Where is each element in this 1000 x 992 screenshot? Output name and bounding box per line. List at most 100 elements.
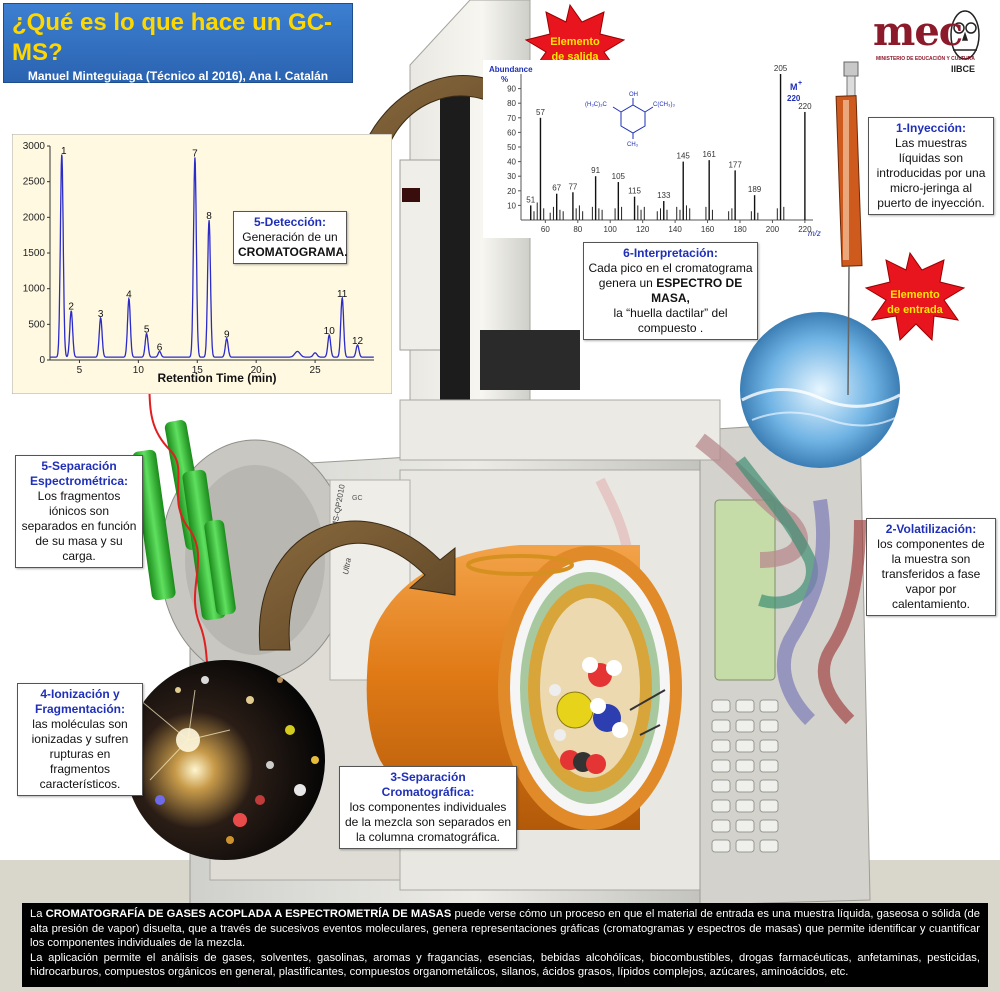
spec-y-tick-label: 20 xyxy=(507,187,516,196)
gc-label: GC xyxy=(352,495,363,502)
step-detection-text: Generación de un xyxy=(242,230,338,244)
spec-bar-label: 51 xyxy=(526,195,535,204)
spec-bar-label: 133 xyxy=(657,191,671,200)
spec-bar-label: 91 xyxy=(591,166,600,175)
chrom-peak-label: 1 xyxy=(61,146,67,157)
step-chromatographic-title: 3-Separación Cromatográfica: xyxy=(381,770,475,799)
desc-p1-pre: La xyxy=(30,908,43,920)
spec-bar-label: 67 xyxy=(552,184,561,193)
desc-p1-rest: puede verse cómo un proceso en que el ma… xyxy=(30,908,981,950)
step-ionization-title: 4-Ionización y Fragmentación: xyxy=(34,687,125,716)
spec-y-tick-label: 30 xyxy=(507,172,516,181)
chrom-peak-label: 6 xyxy=(157,342,163,353)
spec-bar-label: 177 xyxy=(728,160,742,169)
step-volatilization-title: 2-Volatilización: xyxy=(885,522,977,536)
step-spectrometric-title: 5-Separación Espectrométrica: xyxy=(29,459,129,488)
chrom-peak-label: 12 xyxy=(352,336,364,347)
mplus-label: M xyxy=(790,82,798,92)
spec-x-tick-label: 100 xyxy=(604,225,618,234)
spec-x-tick-label: 180 xyxy=(733,225,747,234)
chrom-peak-label: 3 xyxy=(98,309,104,320)
step-interpretation-text1: Cada pico en el cromatograma genera un xyxy=(588,261,753,290)
chrom-x-tick-label: 20 xyxy=(251,365,263,376)
spec-bar-label: 57 xyxy=(536,108,545,117)
chrom-peak-label: 7 xyxy=(192,148,198,159)
chrom-peak-label: 10 xyxy=(324,326,336,337)
chrom-series-line xyxy=(50,154,374,358)
spec-x-tick-label: 160 xyxy=(701,225,715,234)
mec-subtitle: MINISTERIO DE EDUCACIÓN Y CULTURA xyxy=(876,56,975,62)
step-spectrometric-box: 5-Separación Espectrométrica: Los fragme… xyxy=(15,455,143,568)
step-injection-title: 1-Inyección: xyxy=(895,121,967,135)
mec-logo: mec xyxy=(873,8,963,55)
chrom-y-tick-label: 2500 xyxy=(23,177,46,188)
description-paragraph-1: La CROMATOGRAFÍA DE GASES ACOPLADA A ESP… xyxy=(30,907,980,951)
chrom-peak-label: 9 xyxy=(224,329,230,340)
brand-label: Ultra xyxy=(341,557,353,576)
step-detection-box: 5-Detección: Generación de un CROMATOGRA… xyxy=(233,211,348,264)
spec-x-tick-label: 80 xyxy=(573,225,582,234)
authors: Manuel Minteguiaga (Técnico al 2016), An… xyxy=(27,69,329,99)
chrom-y-tick-label: 500 xyxy=(28,319,45,330)
step-ionization-text: las moléculas son ionizadas y sufren rup… xyxy=(31,717,129,791)
chrom-x-tick-label: 25 xyxy=(310,365,322,376)
spec-bar-label: 205 xyxy=(774,64,788,73)
step-volatilization-box: 2-Volatilización: los componentes de la … xyxy=(866,518,996,616)
spec-y-tick-label: 70 xyxy=(507,114,516,123)
step-volatilization-text: los componentes de la muestra son transf… xyxy=(877,537,985,611)
step-spectrometric-text: Los fragmentos iónicos son separados en … xyxy=(21,489,137,563)
chrom-y-tick-label: 1000 xyxy=(23,284,46,295)
spec-bar-label: 115 xyxy=(628,187,641,196)
spec-bar-label: 161 xyxy=(702,150,716,159)
spec-y-tick-label: 90 xyxy=(507,85,516,94)
spec-bar-label: 77 xyxy=(568,182,577,191)
spec-x-tick-label: 140 xyxy=(668,225,682,234)
abundance-label: Abundance xyxy=(489,65,533,74)
mol-bottom: CH₃ xyxy=(627,142,639,148)
chrom-peak-label: 5 xyxy=(144,324,150,335)
spec-bar-label: 189 xyxy=(748,185,762,194)
chrom-y-tick-label: 1500 xyxy=(23,248,46,259)
step-interpretation-bold: ESPECTRO DE MASA, xyxy=(651,276,743,305)
step-injection-text: Las muestras líquidas son introducidas p… xyxy=(876,136,986,210)
chrom-y-tick-label: 2000 xyxy=(23,212,46,223)
entrada-label-2: de entrada xyxy=(887,304,944,316)
chrom-peak-label: 11 xyxy=(337,289,348,300)
mol-left: (H₃C)₃C xyxy=(585,102,608,108)
mplus-value: 220 xyxy=(787,94,801,103)
step-ionization-box: 4-Ionización y Fragmentación: las molécu… xyxy=(17,683,143,796)
step-interpretation-box: 6-Interpretación: Cada pico en el cromat… xyxy=(583,242,758,340)
spec-x-tick-label: 60 xyxy=(541,225,550,234)
iibce-logo: IIBCE xyxy=(951,64,976,74)
spec-bar-label: 220 xyxy=(798,102,812,111)
chrom-x-tick-label: 5 xyxy=(77,365,83,376)
mol-oh: OH xyxy=(629,92,638,98)
spec-bar-label: 105 xyxy=(612,172,626,181)
chrom-x-tick-label: 10 xyxy=(133,365,145,376)
spec-y-tick-label: 10 xyxy=(507,201,516,210)
step-chromatographic-text: los componentes individuales de la mezcl… xyxy=(344,800,512,844)
step-detection-bold: CROMATOGRAMA. xyxy=(238,245,348,259)
mz-label: m/z xyxy=(808,229,821,238)
title-box: ¿Qué es lo que hace un GC-MS? Manuel Min… xyxy=(3,3,353,99)
spec-y-tick-label: 80 xyxy=(507,99,516,108)
salida-label-1: Elemento xyxy=(550,36,600,48)
entrada-label-1: Elemento xyxy=(890,289,940,301)
step-injection-box: 1-Inyección: Las muestras líquidas son i… xyxy=(868,117,994,215)
chrom-y-tick-label: 3000 xyxy=(23,141,46,152)
spec-x-tick-label: 120 xyxy=(636,225,650,234)
chrom-y-tick-label: 0 xyxy=(39,355,45,366)
owl-icon xyxy=(950,10,980,60)
spec-y-tick-label: 50 xyxy=(507,143,516,152)
spec-y-tick-label: 40 xyxy=(507,158,516,167)
mol-right: C(CH₃)₃ xyxy=(653,102,675,108)
step-chromatographic-box: 3-Separación Cromatográfica: los compone… xyxy=(339,766,517,849)
molecule-structure: OH (H₃C)₃C C(CH₃)₃ CH₃ xyxy=(585,92,675,148)
spec-y-tick-label: 60 xyxy=(507,128,516,137)
chrom-x-tick-label: 15 xyxy=(192,365,204,376)
spec-x-tick-label: 200 xyxy=(766,225,780,234)
spec-bar-label: 145 xyxy=(677,152,691,161)
chrom-peak-label: 2 xyxy=(68,302,74,313)
spec-x-tick-label: 220 xyxy=(798,225,812,234)
